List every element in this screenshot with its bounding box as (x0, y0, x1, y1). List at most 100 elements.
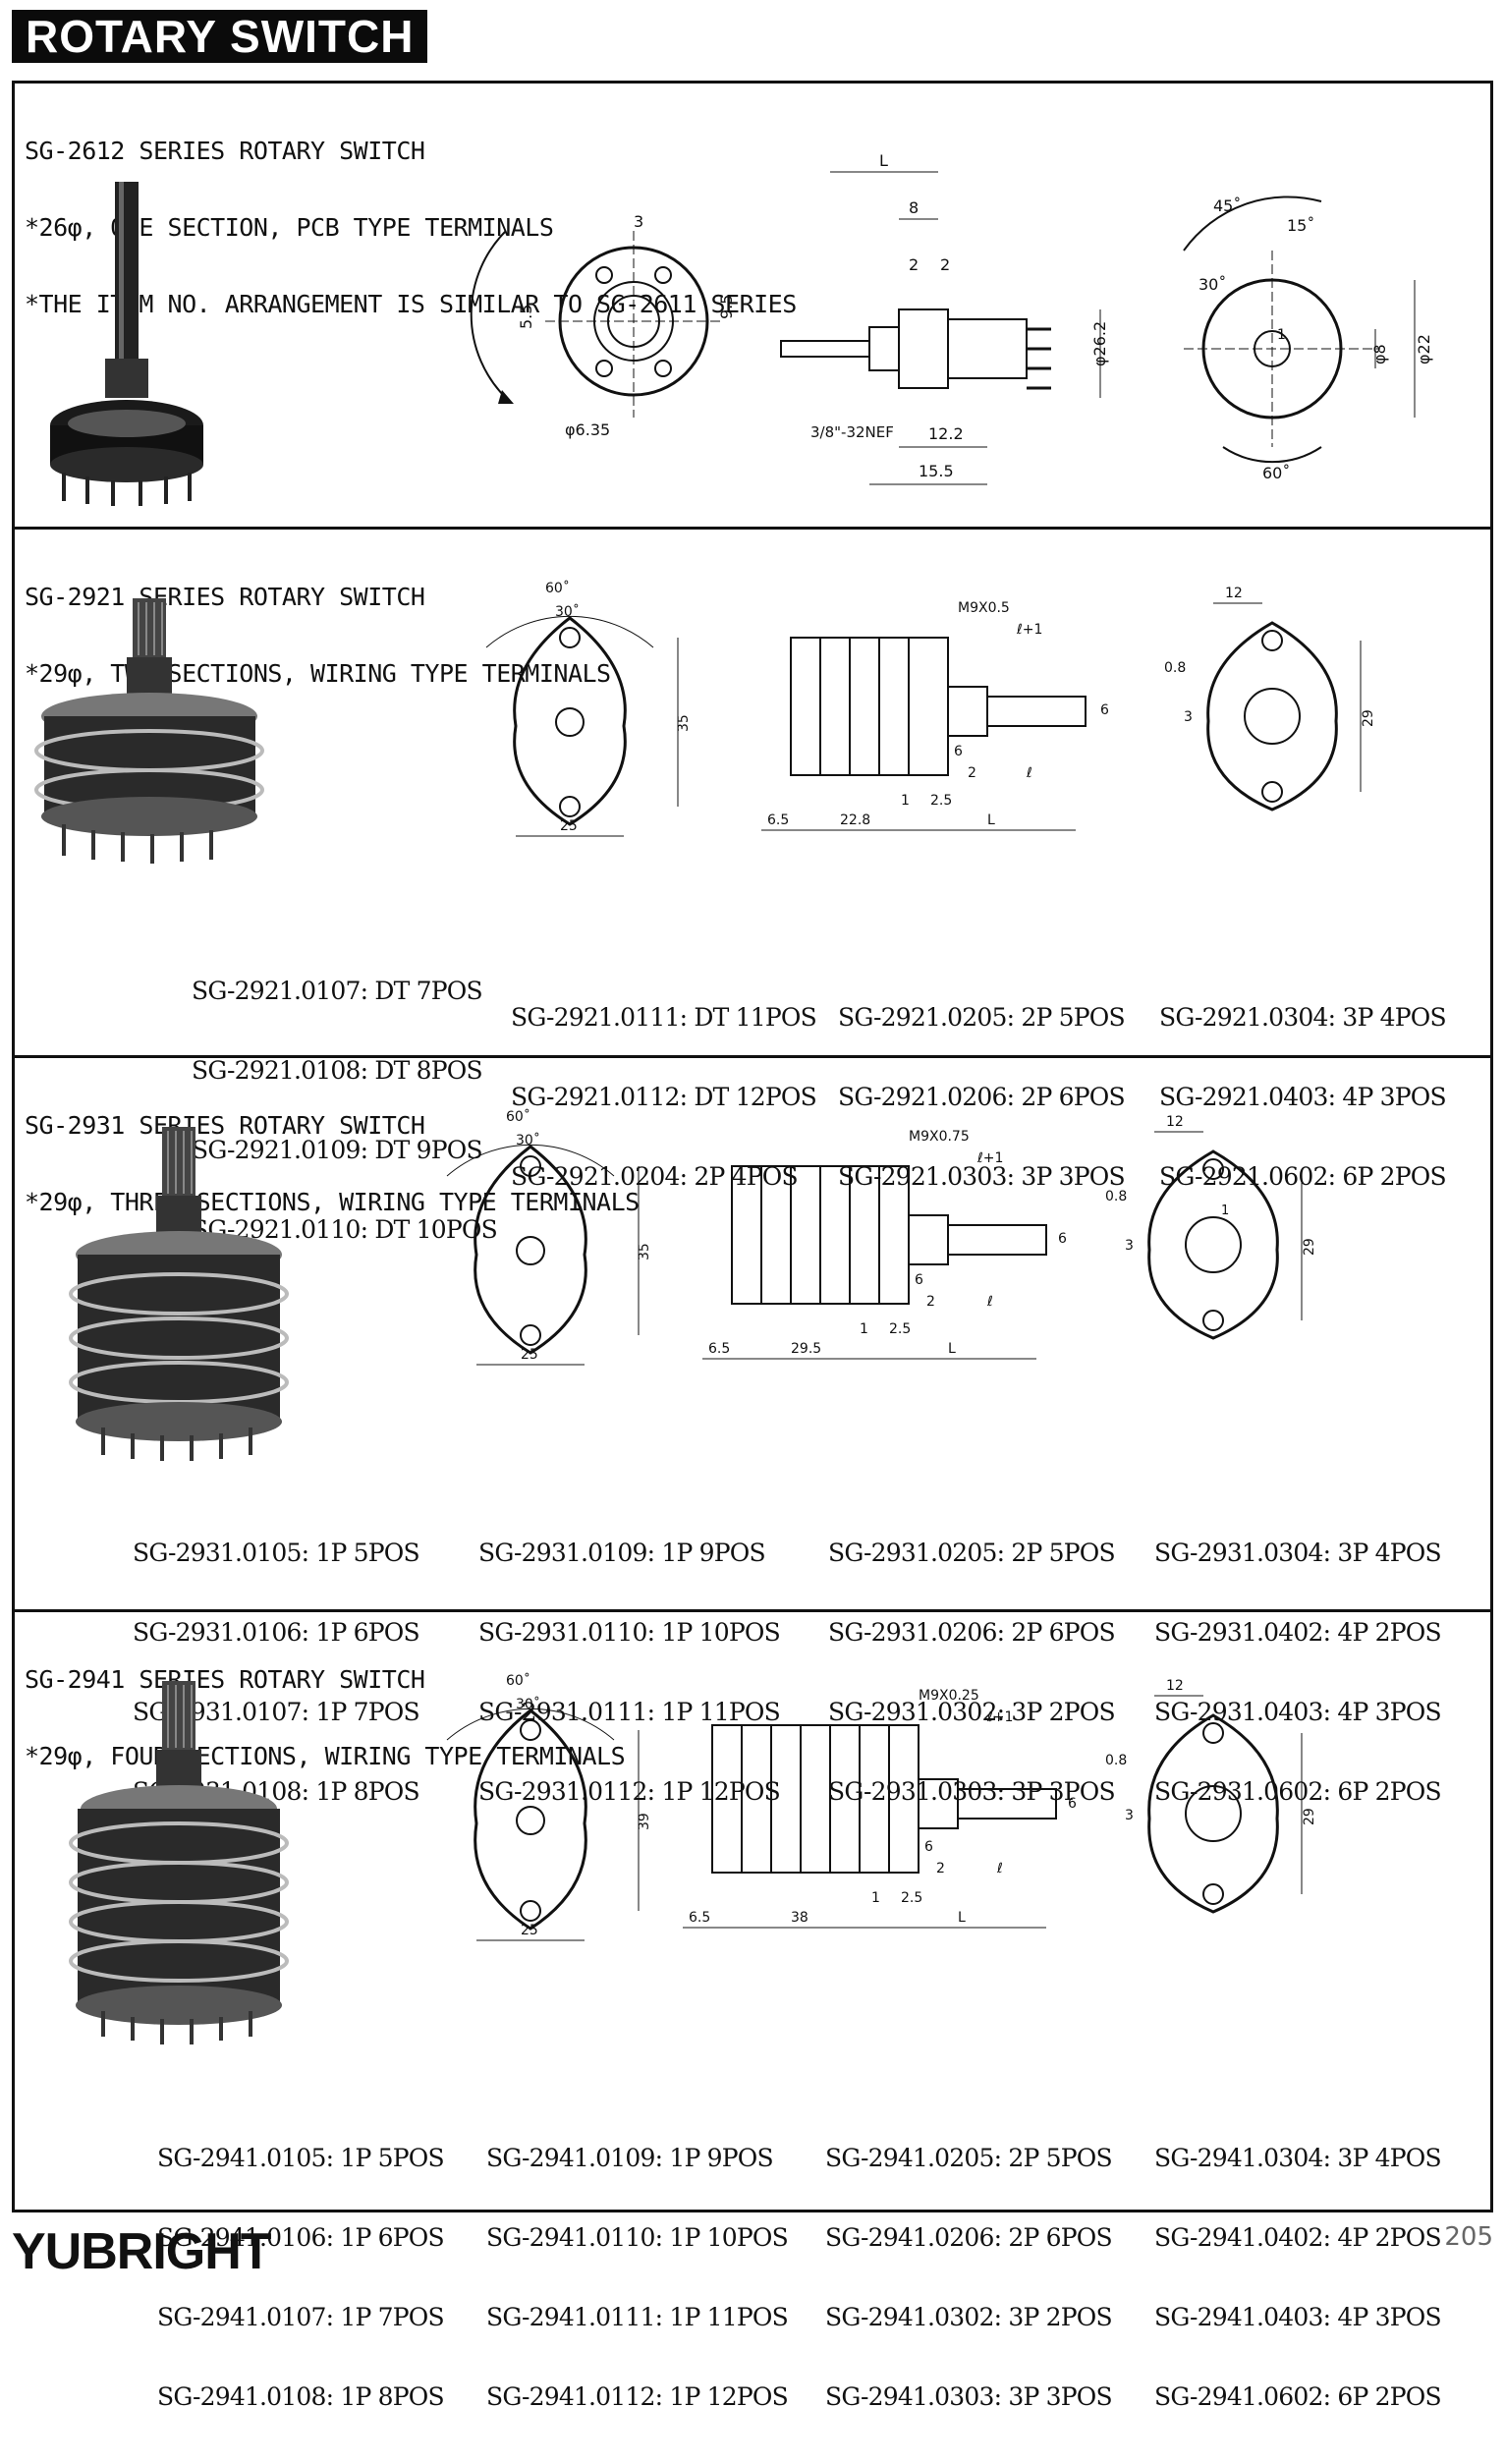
dim-label: 25 (560, 818, 578, 834)
section-title: SG-2941 SERIES ROTARY SWITCH *29φ, FOUR … (25, 1616, 626, 1820)
part-item: SG-2941.0107: 1P 7POS (157, 2303, 445, 2331)
dim-label: 30˚ (1198, 275, 1226, 294)
angle-view-drawing: 45˚ 15˚ 30˚ 1 φ8 φ22 60˚ (1183, 196, 1433, 482)
dim-label: 6 (1068, 1796, 1077, 1812)
part-item: SG-2941.0403: 4P 3POS (1154, 2303, 1442, 2331)
dim-label: 0.8 (1105, 1189, 1127, 1204)
dim-label: 12 (1225, 586, 1243, 601)
dim-label: 3/8"-32NEF (810, 423, 894, 441)
part-item: SG-2931.0109: 1P 9POS (478, 1539, 766, 1567)
part-item: SG-2941.0602: 6P 2POS (1154, 2382, 1442, 2411)
dim-label: 2 (926, 1294, 935, 1310)
part-item: SG-2941.0304: 3P 4POS (1154, 2144, 1442, 2172)
title-line: *29φ, FOUR SECTIONS, WIRING TYPE TERMINA… (25, 1742, 626, 1770)
dim-label: 60˚ (1262, 464, 1290, 482)
parts-column: SG-2941.0109: 1P 9POS SG-2941.0110: 1P 1… (486, 2092, 789, 2463)
dim-label: 3 (1125, 1808, 1134, 1823)
dim-label: 2 (936, 1861, 945, 1876)
part-item: SG-2931.0304: 3P 4POS (1154, 1539, 1442, 1567)
dim-label: 12 (1166, 1114, 1184, 1130)
page-title: ROTARY SWITCH (12, 10, 428, 63)
part-item: SG-2921.0303: 3P 3POS (838, 1162, 1126, 1191)
dim-label: 15.5 (919, 462, 954, 480)
parts-column: SG-2941.0205: 2P 5POS SG-2941.0206: 2P 6… (825, 2092, 1113, 2463)
part-item: SG-2921.0109: DT 9POS (192, 1136, 483, 1164)
product-photo-sg2612 (50, 182, 203, 506)
section-sg2931: SG-2931 SERIES ROTARY SWITCH *29φ, THREE… (15, 1058, 1490, 1805)
dim-label: 3 (634, 212, 643, 231)
part-item: SG-2931.0205: 2P 5POS (828, 1539, 1116, 1567)
part-item: SG-2931.0106: 1P 6POS (133, 1618, 420, 1647)
dim-label: 12 (1166, 1678, 1184, 1694)
dim-label: φ22 (1415, 334, 1433, 364)
dim-label: 1 (1221, 1204, 1229, 1218)
dim-label: 29 (1361, 709, 1376, 727)
part-item: SG-2921.0111: DT 11POS (511, 1003, 817, 1032)
dim-label: L (879, 151, 888, 170)
title-line: SG-2612 SERIES ROTARY SWITCH (25, 137, 425, 165)
dim-label: ℓ (996, 1861, 1003, 1876)
dim-label: 6 (915, 1272, 923, 1288)
dim-label: 25 (521, 1923, 538, 1938)
dim-label: 29.5 (791, 1341, 821, 1357)
dim-label: ℓ+1 (986, 1709, 1013, 1725)
front-view-drawing: 60˚ 30˚ 39 25 (446, 1672, 652, 1941)
dim-label: 1 (1277, 327, 1286, 343)
front-view-drawing: 60˚ 30˚ 35 25 (485, 580, 692, 837)
parts-column: SG-2921.0205: 2P 5POS SG-2921.0206: 2P 6… (838, 951, 1126, 1243)
dim-label: φ26.2 (1090, 321, 1109, 366)
dim-label: M9X0.75 (909, 1129, 970, 1145)
dim-label: 6.5 (767, 812, 789, 828)
part-item: SG-2931.0302: 3P 2POS (828, 1698, 1116, 1726)
dim-label: ℓ+1 (1016, 622, 1042, 638)
dim-label: 6.5 (708, 1341, 730, 1357)
part-item: SG-2941.0302: 3P 2POS (825, 2303, 1113, 2331)
part-item: SG-2941.0110: 1P 10POS (486, 2223, 789, 2252)
dim-label: 60˚ (545, 580, 570, 596)
dim-label: 30˚ (555, 603, 580, 620)
section-sg2921: SG-2921 SERIES ROTARY SWITCH *29φ, TWO S… (15, 530, 1490, 1243)
parts-column: SG-2921.0111: DT 11POS SG-2921.0112: DT … (511, 951, 817, 1243)
dim-label: 8 (909, 198, 919, 217)
dim-label: 12.2 (928, 424, 964, 443)
dim-label: ℓ+1 (976, 1150, 1003, 1166)
dim-label: ℓ (986, 1294, 993, 1310)
part-item: SG-2941.0205: 2P 5POS (825, 2144, 1113, 2172)
dim-label: 1 (871, 1890, 880, 1906)
dim-label: 45˚ (1213, 196, 1241, 215)
dim-label: 29 (1302, 1238, 1317, 1256)
parts-column: SG-2931.0205: 2P 5POS SG-2931.0206: 2P 6… (828, 1486, 1116, 1858)
part-item: SG-2941.0303: 3P 3POS (825, 2382, 1113, 2411)
dim-label: 2.5 (889, 1321, 911, 1337)
part-item: SG-2931.0105: 1P 5POS (133, 1539, 420, 1567)
part-item: SG-2931.0403: 4P 3POS (1154, 1698, 1442, 1726)
dim-label: ℓ (1026, 765, 1032, 781)
part-item: SG-2941.0108: 1P 8POS (157, 2382, 445, 2411)
dim-label: 6 (1058, 1231, 1067, 1247)
dim-label: 3 (1125, 1238, 1134, 1254)
parts-column: SG-2941.0304: 3P 4POS SG-2941.0402: 4P 2… (1154, 2092, 1442, 2463)
front-view-drawing: 3 5.5 9.5 φ6.35 (470, 212, 736, 439)
part-item: SG-2931.0303: 3P 3POS (828, 1777, 1116, 1806)
part-item: SG-2921.0107: DT 7POS (192, 977, 483, 1005)
dim-label: 15˚ (1287, 216, 1314, 235)
dim-label: 2.5 (930, 793, 952, 809)
part-item: SG-2921.0112: DT 12POS (511, 1083, 817, 1111)
section-title: SG-2931 SERIES ROTARY SWITCH *29φ, THREE… (25, 1062, 640, 1266)
dim-label: L (958, 1910, 966, 1926)
part-item: SG-2941.0109: 1P 9POS (486, 2144, 774, 2172)
dim-label: 35 (676, 714, 692, 732)
part-item: SG-2941.0206: 2P 6POS (825, 2223, 1113, 2252)
dim-label: 39 (637, 1813, 652, 1830)
parts-column: SG-2921.0107: DT 7POS SG-2921.0108: DT 8… (192, 924, 498, 1296)
side-view-drawing: M9X0.25 ℓ+1 6 6 2 ℓ 1 2.5 6.5 38 L (683, 1688, 1077, 1929)
title-line: *THE ITEM NO. ARRANGEMENT IS SIMILAR TO … (25, 290, 797, 318)
dim-label: M9X0.5 (958, 600, 1010, 616)
dim-label: 60˚ (506, 1108, 530, 1125)
product-photo-sg2931 (69, 1127, 289, 1461)
section-sg2941: SG-2941 SERIES ROTARY SWITCH *29φ, FOUR … (15, 1612, 1490, 2411)
dim-label: 2.5 (901, 1890, 922, 1906)
title-line: *26φ, ONE SECTION, PCB TYPE TERMINALS (25, 213, 554, 242)
product-photo-sg2921 (34, 598, 264, 864)
mounting-view-drawing: 12 0.8 3 29 (1105, 1678, 1317, 1914)
